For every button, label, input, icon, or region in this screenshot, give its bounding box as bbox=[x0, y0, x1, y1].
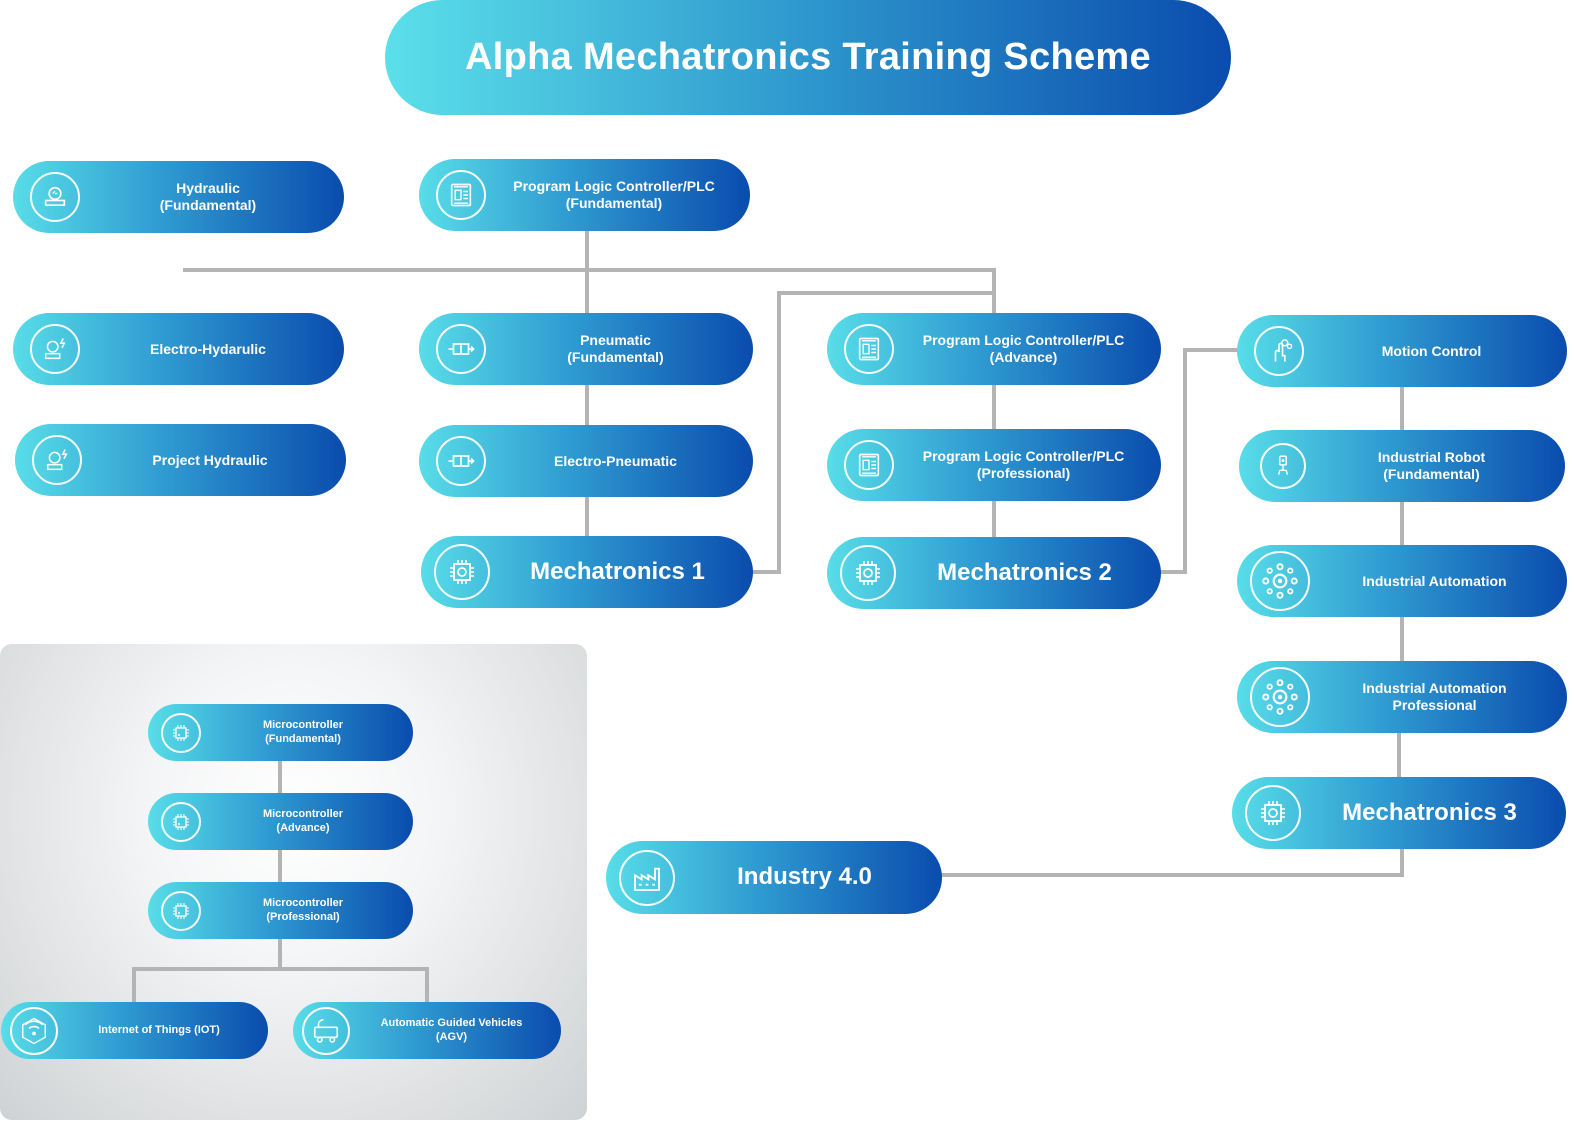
node-mechatronics-1: Mechatronics 1 bbox=[421, 536, 753, 608]
page-title: Alpha Mechatronics Training Scheme bbox=[385, 0, 1231, 115]
wireless-icon bbox=[10, 1006, 58, 1055]
plc-icon bbox=[844, 440, 894, 490]
node-plc-advance: Program Logic Controller/PLC(Advance) bbox=[827, 313, 1161, 385]
node-label: Project Hydraulic bbox=[152, 451, 268, 468]
microchip-icon bbox=[161, 801, 201, 842]
node-sublabel: (Fundamental) bbox=[565, 195, 663, 211]
pressure-gauge-icon bbox=[30, 172, 80, 222]
node-microcontroller-advance: Microcontroller(Advance) bbox=[148, 793, 413, 850]
node-label: Pneumatic bbox=[580, 332, 651, 349]
connector-mech2-motion bbox=[1160, 348, 1240, 574]
node-sublabel: (AGV) bbox=[435, 1030, 468, 1043]
node-label: Mechatronics 2 bbox=[937, 558, 1112, 586]
microchip-icon bbox=[161, 712, 201, 753]
node-mechatronics-2: Mechatronics 2 bbox=[827, 537, 1161, 609]
touch-hand-icon bbox=[1254, 326, 1304, 376]
chip-gear-icon bbox=[840, 545, 896, 601]
node-pneumatic-fundamental: Pneumatic(Fundamental) bbox=[419, 313, 753, 385]
node-sublabel: Professional bbox=[1392, 697, 1477, 713]
factory-icon bbox=[619, 849, 675, 906]
valve-icon bbox=[436, 436, 486, 486]
node-label: Microcontroller bbox=[262, 897, 344, 910]
robot-arm-icon bbox=[1260, 443, 1306, 489]
electro-gauge-icon bbox=[32, 435, 82, 485]
node-label: Industrial Robot bbox=[1377, 449, 1486, 466]
gear-network-icon bbox=[1250, 667, 1310, 727]
vehicle-icon bbox=[302, 1006, 350, 1055]
node-label: Program Logic Controller/PLC bbox=[922, 448, 1125, 465]
node-label: Microcontroller bbox=[262, 808, 344, 821]
node-agv: Automatic Guided Vehicles(AGV) bbox=[293, 1002, 561, 1059]
node-hydraulic-fundamental: Hydraulic(Fundamental) bbox=[13, 161, 344, 233]
node-label: Mechatronics 3 bbox=[1342, 798, 1517, 826]
node-label: Hydraulic bbox=[176, 180, 240, 197]
connector-main-bus bbox=[183, 268, 996, 316]
node-microcontroller-professional: Microcontroller(Professional) bbox=[148, 882, 413, 939]
electro-gauge-icon bbox=[30, 324, 80, 374]
plc-icon bbox=[844, 324, 894, 374]
node-electro-pneumatic: Electro-Pneumatic bbox=[419, 425, 753, 497]
node-industrial-robot: Industrial Robot(Fundamental) bbox=[1239, 430, 1565, 502]
node-sublabel: (Professional) bbox=[266, 910, 340, 923]
node-iot: Internet of Things (IOT) bbox=[1, 1002, 268, 1059]
node-plc-professional: Program Logic Controller/PLC(Professiona… bbox=[827, 429, 1161, 501]
chip-gear-icon bbox=[434, 544, 490, 600]
node-label: Electro-Hydarulic bbox=[150, 340, 266, 357]
plc-icon bbox=[436, 170, 486, 220]
node-mechatronics-3: Mechatronics 3 bbox=[1232, 777, 1566, 849]
node-sublabel: (Advance) bbox=[989, 349, 1058, 365]
node-sublabel: (Fundamental) bbox=[1383, 466, 1480, 482]
node-label: Industrial Automation bbox=[1362, 680, 1507, 697]
node-sublabel: (Fundamental) bbox=[159, 197, 257, 213]
node-label: Microcontroller bbox=[262, 719, 344, 732]
panel-connectors bbox=[132, 760, 429, 1002]
node-label: Program Logic Controller/PLC bbox=[513, 178, 715, 195]
microchip-icon bbox=[161, 890, 201, 931]
node-label: Industrial Automation bbox=[1362, 572, 1507, 589]
node-label: Motion Control bbox=[1381, 342, 1482, 359]
connector-mech1-plc-advance bbox=[752, 291, 994, 574]
node-motion-control: Motion Control bbox=[1237, 315, 1567, 387]
valve-icon bbox=[436, 324, 486, 374]
node-electro-hydraulic: Electro-Hydarulic bbox=[13, 313, 344, 385]
connector-mech3-industry4 bbox=[940, 848, 1404, 877]
node-microcontroller-fundamental: Microcontroller(Fundamental) bbox=[148, 704, 413, 761]
node-sublabel: (Professional) bbox=[976, 465, 1071, 481]
node-label: Electro-Pneumatic bbox=[554, 452, 677, 469]
node-plc-fundamental: Program Logic Controller/PLC(Fundamental… bbox=[419, 159, 750, 231]
chip-gear-icon bbox=[1245, 785, 1301, 841]
node-label: Industry 4.0 bbox=[737, 863, 872, 891]
node-label: Program Logic Controller/PLC bbox=[922, 332, 1125, 349]
node-project-hydraulic: Project Hydraulic bbox=[15, 424, 346, 496]
node-industry-4: Industry 4.0 bbox=[606, 841, 942, 914]
node-label: Mechatronics 1 bbox=[530, 557, 705, 585]
node-industrial-automation: Industrial Automation bbox=[1237, 545, 1567, 617]
node-sublabel: (Fundamental) bbox=[265, 732, 341, 745]
gear-network-icon bbox=[1250, 551, 1310, 611]
node-label: Internet of Things (IOT) bbox=[98, 1023, 220, 1036]
node-label: Automatic Guided Vehicles bbox=[380, 1017, 523, 1030]
node-sublabel: (Advance) bbox=[276, 821, 330, 834]
node-sublabel: (Fundamental) bbox=[567, 349, 664, 365]
